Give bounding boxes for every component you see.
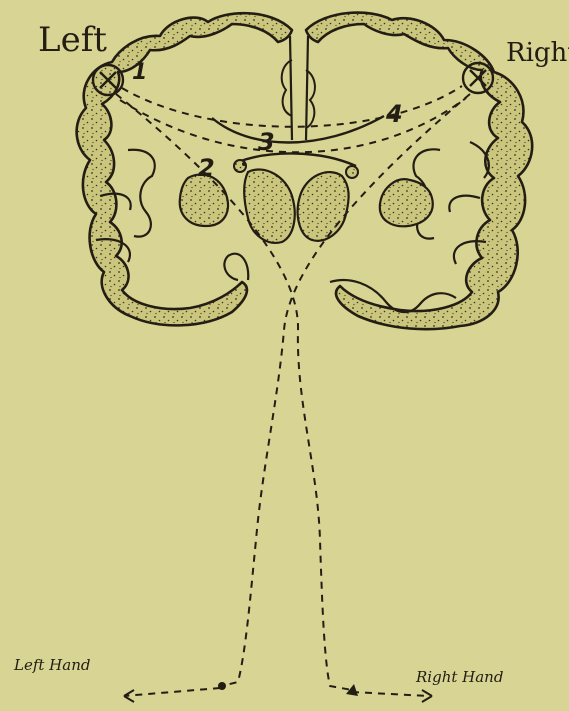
marker-3: 3 [258,128,275,156]
corpus-callosum-lower [238,153,356,166]
right-lenticular-nucleus [380,179,433,226]
marker-2: 2 [198,154,215,182]
longitudinal-fissure [290,36,308,140]
right-hand-label: Right Hand [416,668,503,686]
left-thalamus [244,169,295,242]
left-lenticular-nucleus [180,175,228,226]
corpus-callosum-upper [212,116,384,143]
marker-4: 4 [386,100,403,128]
right-label: Right [506,38,569,68]
dashed-line-right-hand [352,692,428,696]
right-hemisphere-cortex [306,13,532,330]
left-label: Left [38,20,107,60]
left-temporal-hook [224,254,248,280]
dashed-line-left-hand [124,688,220,696]
left-hand-label: Left Hand [14,656,90,674]
left-paths-origin-dot [242,162,246,166]
right-small-nucleus [346,166,358,178]
right-thalamus [298,172,349,241]
marker-1: 1 [132,60,147,85]
left-small-nucleus [234,160,246,172]
midline-gyrus [282,60,315,128]
left-path-end-dot [218,682,226,690]
dashed-path-left-to-right-lower [120,98,466,152]
